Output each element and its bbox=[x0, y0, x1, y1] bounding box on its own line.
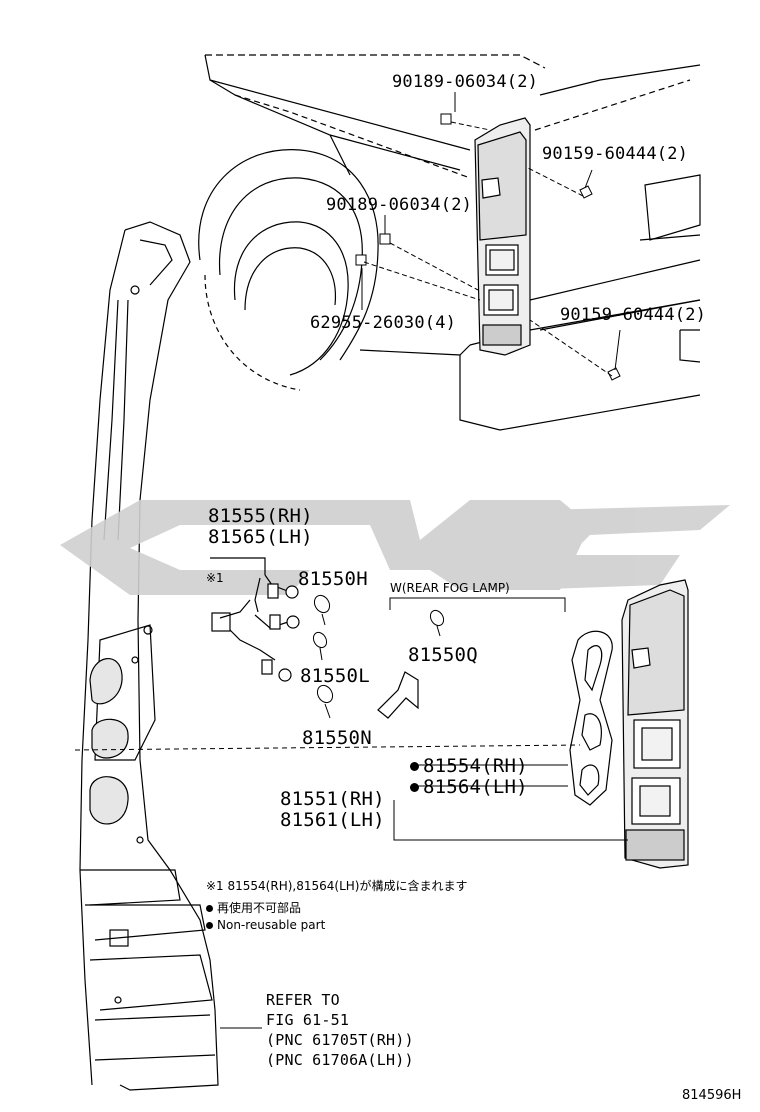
fog-bracket bbox=[389, 597, 566, 612]
non-reusable-dot-icon bbox=[206, 922, 213, 929]
non-reusable-dot-icon bbox=[410, 762, 419, 771]
refer-line: (PNC 61705T(RH)) bbox=[266, 1031, 414, 1049]
fasteners-upper bbox=[355, 113, 621, 381]
note-text: 再使用不可部品 bbox=[217, 901, 302, 915]
part-number-text: 81554(RH) bbox=[423, 755, 528, 777]
part-number-label: 62955-26030(4) bbox=[310, 313, 457, 333]
note-included-parts: ※1 81554(RH),81564(LH)が構成に含まれます bbox=[206, 879, 468, 893]
lower-tail-lamp bbox=[621, 579, 689, 869]
fog-lamp-label: W(REAR FOG LAMP) bbox=[390, 581, 510, 595]
refer-line: FIG 61-51 bbox=[266, 1011, 350, 1029]
refer-line: (PNC 61706A(LH)) bbox=[266, 1051, 414, 1069]
vehicle-body bbox=[198, 54, 701, 431]
refer-line: REFER TO bbox=[266, 991, 340, 1009]
note-non-reusable-en: Non-reusable part bbox=[206, 917, 325, 933]
leader-lines-upper bbox=[361, 92, 621, 377]
part-number-label: 81550H bbox=[298, 568, 368, 590]
part-number-label: 81551(RH) bbox=[280, 788, 385, 810]
part-number-label: 81555(RH) bbox=[208, 505, 313, 527]
part-number-label: 81550L bbox=[300, 665, 370, 687]
watermark-logo bbox=[60, 500, 730, 595]
callout-brackets bbox=[220, 764, 628, 1029]
non-reusable-dot-icon bbox=[410, 783, 419, 792]
reference-mark: ※1 bbox=[206, 571, 224, 585]
gasket bbox=[569, 630, 613, 806]
part-number-text: 81564(LH) bbox=[423, 776, 528, 798]
pillar-panel bbox=[79, 221, 219, 1091]
non-reusable-part-label: 81554(RH) bbox=[410, 756, 528, 776]
part-number-label: 81550N bbox=[302, 727, 372, 749]
figure-id: 814596H bbox=[682, 1088, 742, 1103]
note-non-reusable-jp: 再使用不可部品 bbox=[206, 900, 301, 916]
part-number-label: 81565(LH) bbox=[208, 526, 313, 548]
part-number-label: 90189-06034(2) bbox=[392, 72, 539, 92]
wiring-harness bbox=[210, 557, 300, 682]
part-number-label: 81550Q bbox=[408, 644, 478, 666]
part-number-label: 90189-06034(2) bbox=[326, 195, 473, 215]
upper-tail-lamp bbox=[474, 117, 531, 356]
bulbs bbox=[312, 594, 445, 719]
direction-arrow-icon bbox=[377, 671, 419, 719]
note-text: Non-reusable part bbox=[217, 918, 326, 932]
part-number-label: 81561(LH) bbox=[280, 809, 385, 831]
non-reusable-part-label: 81564(LH) bbox=[410, 777, 528, 797]
non-reusable-dot-icon bbox=[206, 905, 213, 912]
part-number-label: 90159-60444(2) bbox=[542, 144, 689, 164]
part-number-label: 90159-60444(2) bbox=[560, 305, 707, 325]
alignment-line bbox=[74, 744, 581, 751]
